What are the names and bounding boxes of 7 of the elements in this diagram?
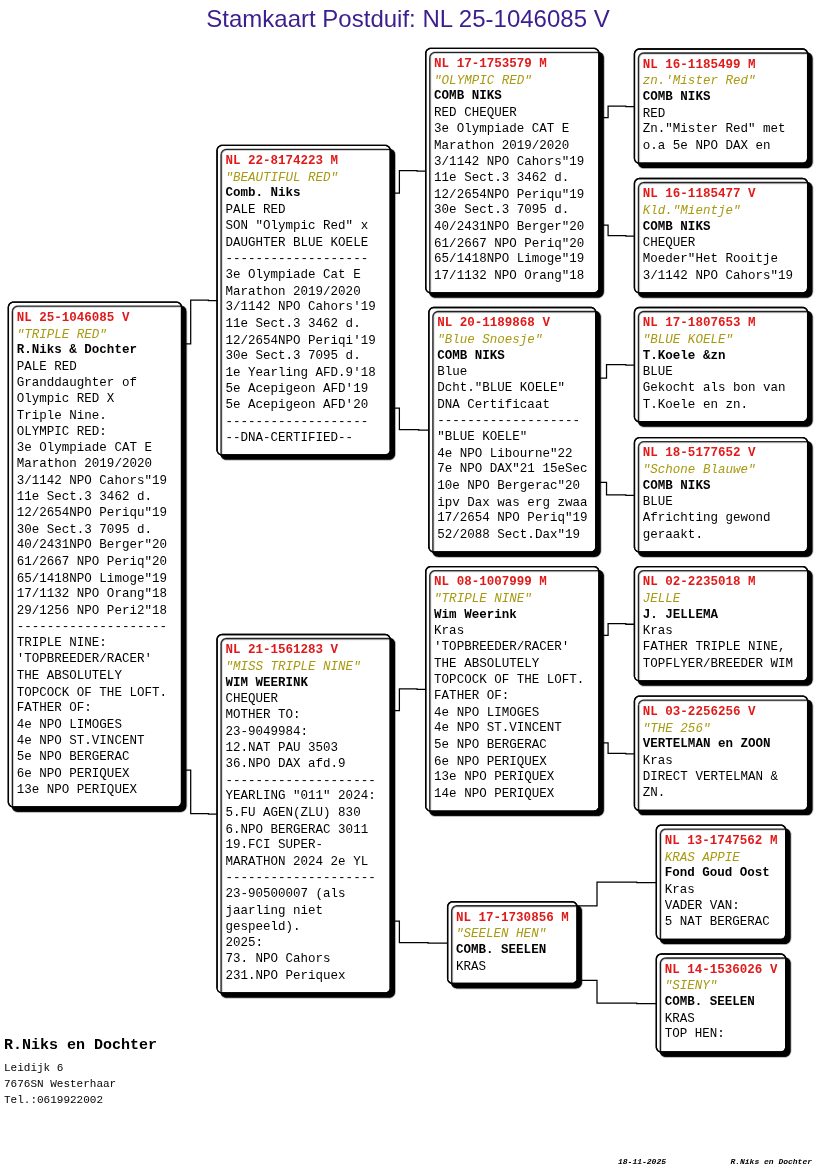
footer-name: R.Niks en Dochter bbox=[730, 1157, 812, 1166]
address-line: Leidijk 6 bbox=[4, 1062, 64, 1074]
address-line: 7676SN Westerhaar bbox=[4, 1078, 117, 1090]
diagram-title: Stamkaart Postduif: NL 25-1046085 V bbox=[205, 4, 611, 34]
breeder-name: R.Niks en Dochter bbox=[4, 1037, 158, 1054]
phone-number: Tel.:0619922002 bbox=[4, 1094, 104, 1106]
print-date: 18-11-2025 bbox=[618, 1157, 666, 1166]
